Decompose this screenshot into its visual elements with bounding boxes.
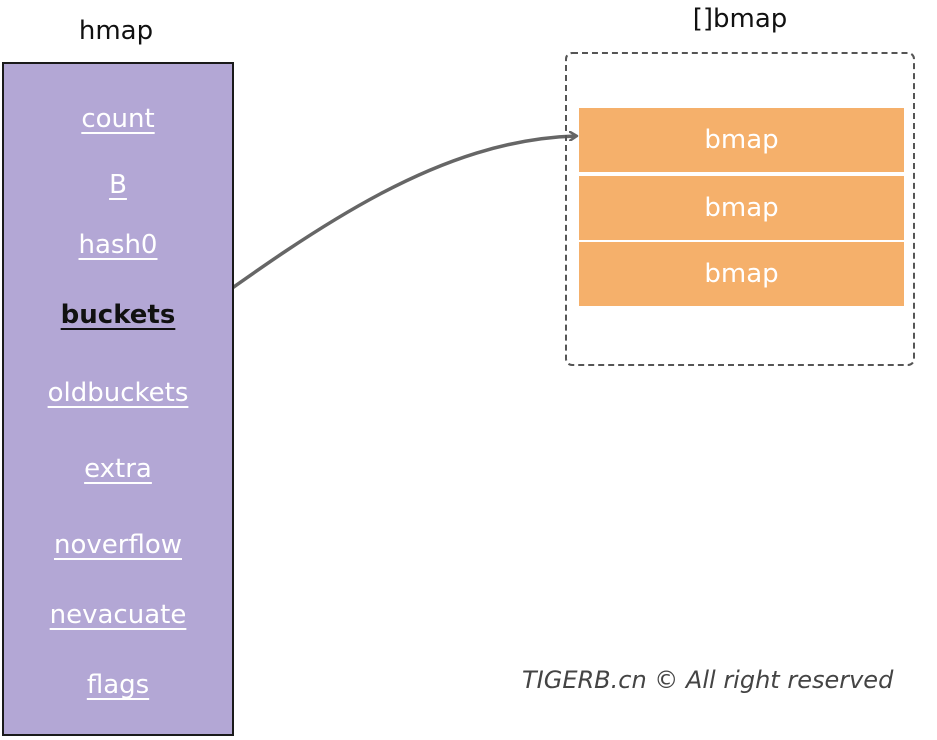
bmap-array-title: []bmap <box>692 4 788 34</box>
bmap-cell: bmap <box>579 242 904 306</box>
hmap-field-hash0: hash0 <box>78 230 158 260</box>
hmap-field-extra: extra <box>84 454 152 484</box>
hmap-field-nevacuate: nevacuate <box>49 600 187 630</box>
hmap-field-buckets: buckets <box>60 300 176 330</box>
hmap-field-oldbuckets: oldbuckets <box>47 378 189 408</box>
hmap-field-count: count <box>81 104 155 134</box>
hmap-field-B: B <box>109 170 127 200</box>
copyright-watermark: TIGERB.cn © All right reserved <box>522 666 894 694</box>
hmap-field-flags: flags <box>86 670 150 700</box>
buckets-pointer-arrow <box>188 136 576 320</box>
bmap-cell: bmap <box>579 108 904 172</box>
hmap-field-noverflow: noverflow <box>53 530 182 560</box>
bmap-cell: bmap <box>579 176 904 240</box>
hmap-title: hmap <box>78 16 154 46</box>
